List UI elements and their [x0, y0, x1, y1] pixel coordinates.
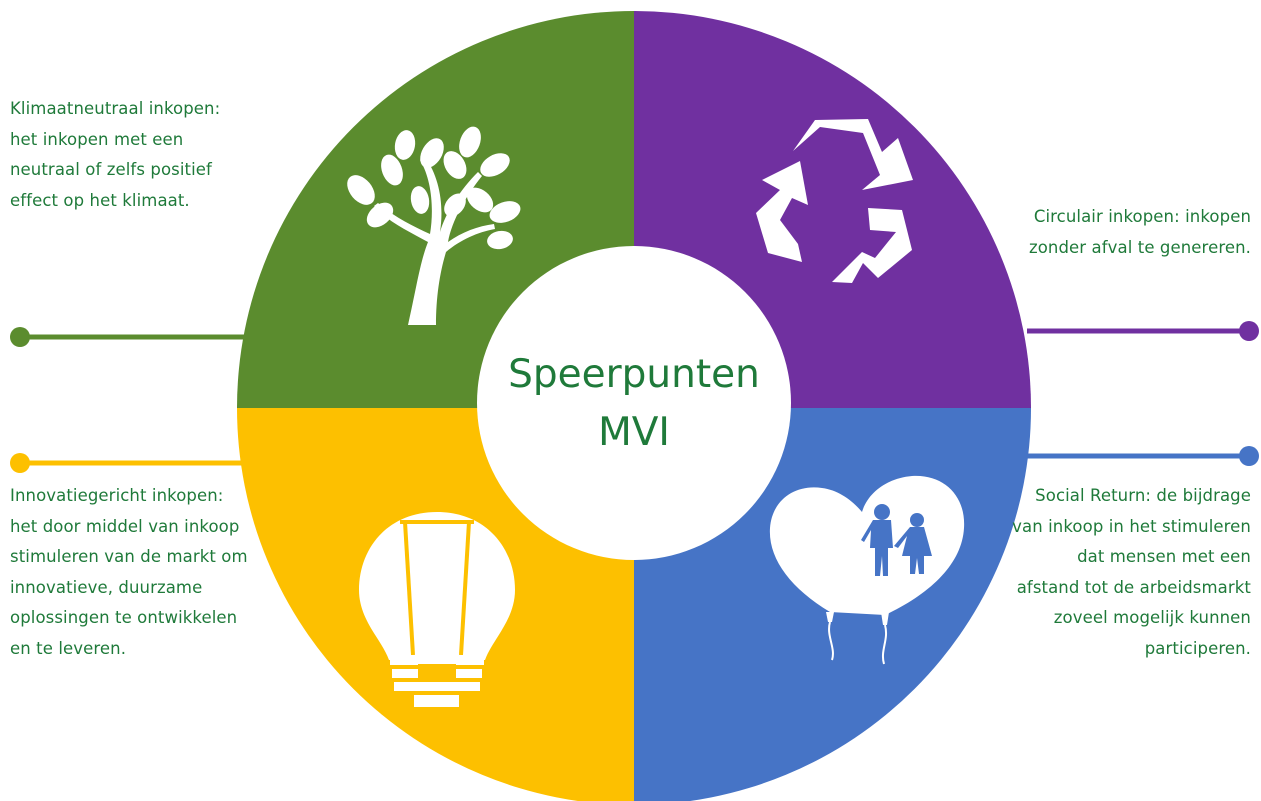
description-innovation: Innovatiegericht inkopen: het door midde… [10, 486, 248, 658]
center-circle [477, 246, 791, 560]
connector-dot-social [1239, 446, 1259, 466]
description-social: Social Return: de bijdrage van inkoop in… [1012, 486, 1251, 658]
connector-dot-innovation [10, 453, 30, 473]
recycle-icon [756, 119, 913, 283]
description-climate: Klimaatneutraal inkopen: het inkopen met… [10, 99, 221, 210]
center-title-line2: MVI [598, 410, 670, 455]
tree-icon [347, 126, 521, 325]
lightbulb-icon [359, 512, 515, 707]
connector-dot-climate [10, 327, 30, 347]
center-title: Speerpunten MVI [478, 346, 790, 462]
balloons-children-icon [769, 475, 965, 665]
description-circular: Circulair inkopen: inkopen zonder afval … [1028, 207, 1251, 257]
center-title-line1: Speerpunten [508, 352, 760, 397]
connector-dot-circular [1239, 321, 1259, 341]
